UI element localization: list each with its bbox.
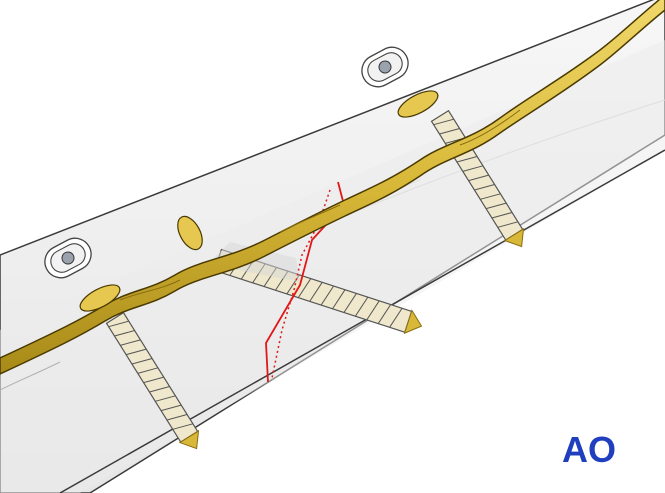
glide-hole (208, 242, 300, 282)
ao-logo: AO (562, 429, 616, 470)
plate (0, 0, 665, 375)
bone-cortex (0, 40, 665, 493)
ao-logo-text: AO (562, 429, 616, 470)
bone-lower-edge (59, 149, 665, 493)
screw-hole-icon (44, 237, 92, 279)
screw-hole-icon (361, 46, 409, 88)
cortical-screw (105, 311, 200, 450)
